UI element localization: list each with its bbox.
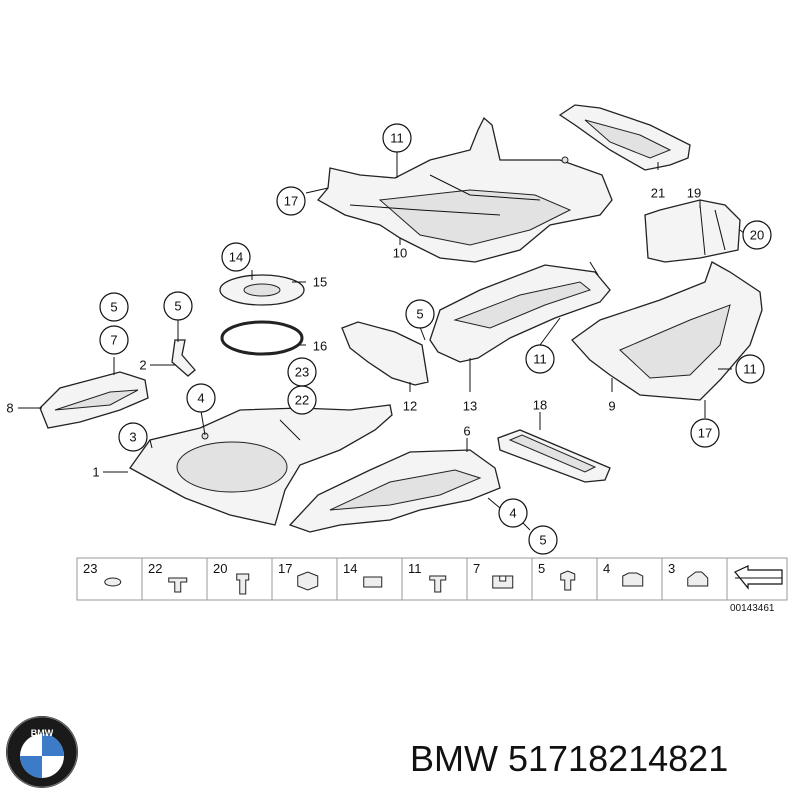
svg-text:3: 3 [129, 430, 136, 445]
label-8: 8 [6, 401, 13, 416]
callout-14: 14 [221, 242, 251, 272]
svg-text:11: 11 [390, 131, 404, 146]
svg-text:5: 5 [110, 300, 117, 315]
direction-arrow-icon [734, 565, 783, 590]
fastener-icon [429, 575, 447, 593]
svg-text:4: 4 [197, 391, 204, 406]
part-number-title: BMW 51718214821 [410, 738, 729, 779]
svg-text:17: 17 [698, 426, 712, 441]
legend-cell-4: 4 [596, 557, 663, 601]
label-2: 2 [139, 358, 146, 373]
label-13: 13 [463, 399, 477, 414]
label-19: 19 [687, 186, 701, 201]
legend-cell-14: 14 [336, 557, 403, 601]
svg-text:14: 14 [229, 250, 243, 265]
label-9: 9 [608, 399, 615, 414]
svg-text:7: 7 [110, 333, 117, 348]
callout-5: 5 [99, 292, 129, 322]
label-18: 18 [533, 398, 547, 413]
label-6: 6 [463, 424, 470, 439]
legend-label: 14 [343, 561, 357, 576]
fastener-icon [236, 573, 250, 595]
fastener-icon [297, 571, 319, 591]
svg-text:11: 11 [533, 352, 547, 367]
part-2-bracket [171, 339, 196, 377]
legend-cell-17: 17 [271, 557, 338, 601]
fastener-icon [622, 572, 644, 587]
part-9-panel [571, 261, 763, 401]
fastener-legend: 23 22 20 17 14 11 7 5 4 3 00143461 [76, 557, 788, 614]
part-6-panel [288, 449, 501, 533]
svg-text:11: 11 [743, 362, 757, 377]
fastener-icon [168, 577, 188, 593]
part-12-shield [341, 321, 429, 386]
leader-lines [18, 152, 746, 531]
callout-17: 17 [276, 186, 306, 216]
legend-cell-20: 20 [206, 557, 273, 601]
callout-20: 20 [742, 220, 772, 250]
callout-11: 11 [525, 344, 555, 374]
fastener-icon [687, 571, 709, 587]
callout-11: 11 [735, 354, 765, 384]
part-18-strip [497, 429, 611, 483]
legend-label: 7 [473, 561, 480, 576]
part-21-bracket [558, 104, 691, 171]
legend-label: 5 [538, 561, 545, 576]
svg-text:5: 5 [174, 299, 181, 314]
legend-label: 4 [603, 561, 610, 576]
drawing-code: 00143461 [730, 603, 775, 614]
svg-text:BMW: BMW [31, 728, 54, 738]
legend-cell-7: 7 [466, 557, 533, 601]
fastener-icon [363, 576, 383, 588]
legend-label: 20 [213, 561, 227, 576]
legend-label: 3 [668, 561, 675, 576]
label-12: 12 [403, 399, 417, 414]
fastener-icon [104, 577, 122, 587]
fastener-icon [492, 575, 514, 589]
legend-cell-11: 11 [401, 557, 468, 601]
legend-label: 23 [83, 561, 97, 576]
fastener-icon [560, 570, 576, 591]
part-13-panel [429, 261, 611, 363]
callout-11: 11 [382, 123, 412, 153]
part-1-underbody-panel [129, 404, 393, 526]
label-1: 1 [92, 465, 99, 480]
legend-label: 11 [408, 561, 422, 576]
callout-5: 5 [528, 525, 558, 555]
callout-17: 17 [690, 418, 720, 448]
callout-23: 23 [287, 357, 317, 387]
callout-5: 5 [163, 291, 193, 321]
callout-3: 3 [118, 422, 148, 452]
svg-text:4: 4 [509, 506, 516, 521]
svg-text:20: 20 [750, 228, 764, 243]
part-10-underbody-panel [316, 116, 613, 263]
part-14-15-16-discs [219, 274, 305, 356]
callout-22: 22 [287, 385, 317, 415]
callout-4: 4 [186, 383, 216, 413]
svg-text:22: 22 [295, 393, 309, 408]
legend-cell-3: 3 [661, 557, 728, 601]
svg-text:5: 5 [416, 307, 423, 322]
label-10: 10 [393, 246, 407, 261]
bmw-logo-icon: BMW [6, 716, 78, 788]
callout-7: 7 [99, 325, 129, 355]
legend-label: 22 [148, 561, 162, 576]
legend-cell-5: 5 [531, 557, 598, 601]
label-15: 15 [313, 275, 327, 290]
legend-cell-22: 22 [141, 557, 208, 601]
legend-label: 17 [278, 561, 292, 576]
svg-text:5: 5 [539, 533, 546, 548]
part-8-panel [39, 371, 149, 429]
svg-text:17: 17 [284, 194, 298, 209]
callout-4: 4 [498, 498, 528, 528]
svg-text:23: 23 [295, 365, 309, 380]
label-21: 21 [651, 186, 665, 201]
legend-cell-23: 23 [76, 557, 143, 601]
label-16: 16 [313, 339, 327, 354]
callout-5: 5 [405, 299, 435, 329]
part-19-20-block [644, 199, 741, 263]
